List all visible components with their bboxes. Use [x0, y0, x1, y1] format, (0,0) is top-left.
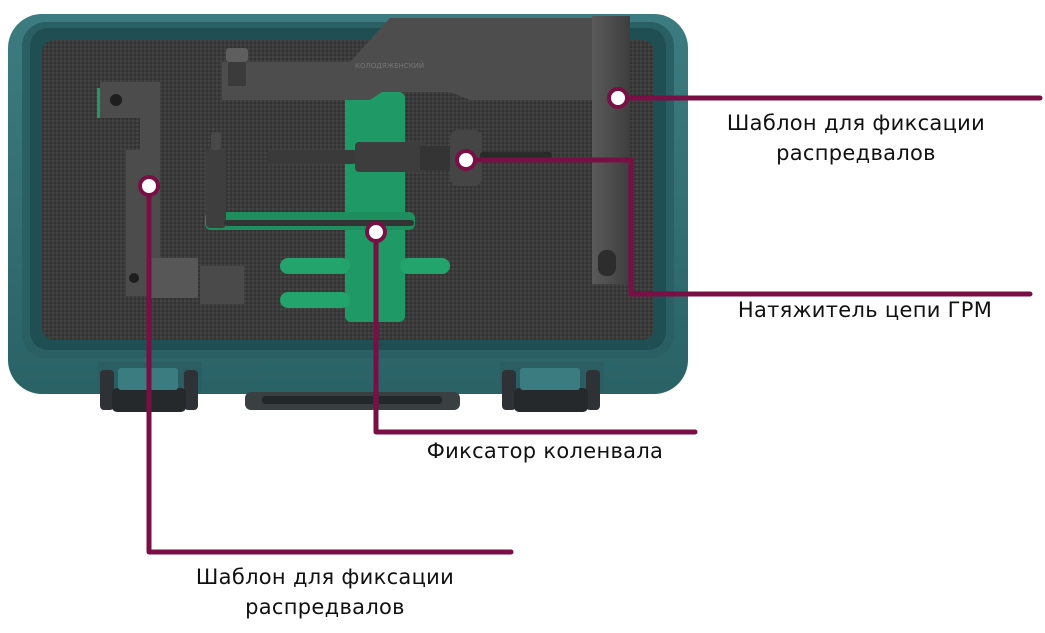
latch-right [500, 362, 604, 412]
label-line: распредвалов [776, 141, 936, 165]
camshaft-template-right-tool [592, 16, 630, 284]
label-crankshaft-lock: Фиксатор коленвала [400, 436, 690, 466]
label-camshaft-template-right: Шаблон для фиксации распредвалов [706, 108, 1006, 168]
label-line: Шаблон для фиксации [195, 565, 455, 589]
label-line: распредвалов [245, 595, 405, 619]
label-line: Натяжитель цепи ГРМ [737, 298, 993, 322]
callout-markers [138, 87, 629, 243]
label-line: Фиксатор коленвала [426, 439, 664, 463]
case-handle [245, 392, 460, 410]
locking-pin [206, 132, 414, 228]
label-chain-tensioner: Натяжитель цепи ГРМ [720, 295, 1010, 325]
marker-camshaft-left [138, 175, 160, 197]
label-line: Шаблон для фиксации [726, 111, 986, 135]
callout-line-crankshaft [373, 229, 698, 435]
camshaft-template-top: КОЛОДЯЖЕНСКИЙ [222, 18, 598, 100]
callout-lines [146, 95, 1043, 555]
label-camshaft-template-left: Шаблон для фиксации распредвалов [175, 562, 475, 622]
callout-line-tensioner [463, 157, 1033, 297]
svg-text:КОЛОДЯЖЕНСКИЙ: КОЛОДЯЖЕНСКИЙ [355, 61, 424, 70]
callout-line-camshaft-left [146, 183, 514, 555]
marker-tensioner [455, 149, 477, 171]
marker-camshaft-right [607, 87, 629, 109]
camshaft-template-left-tool [100, 82, 244, 304]
marker-crankshaft [365, 221, 387, 243]
